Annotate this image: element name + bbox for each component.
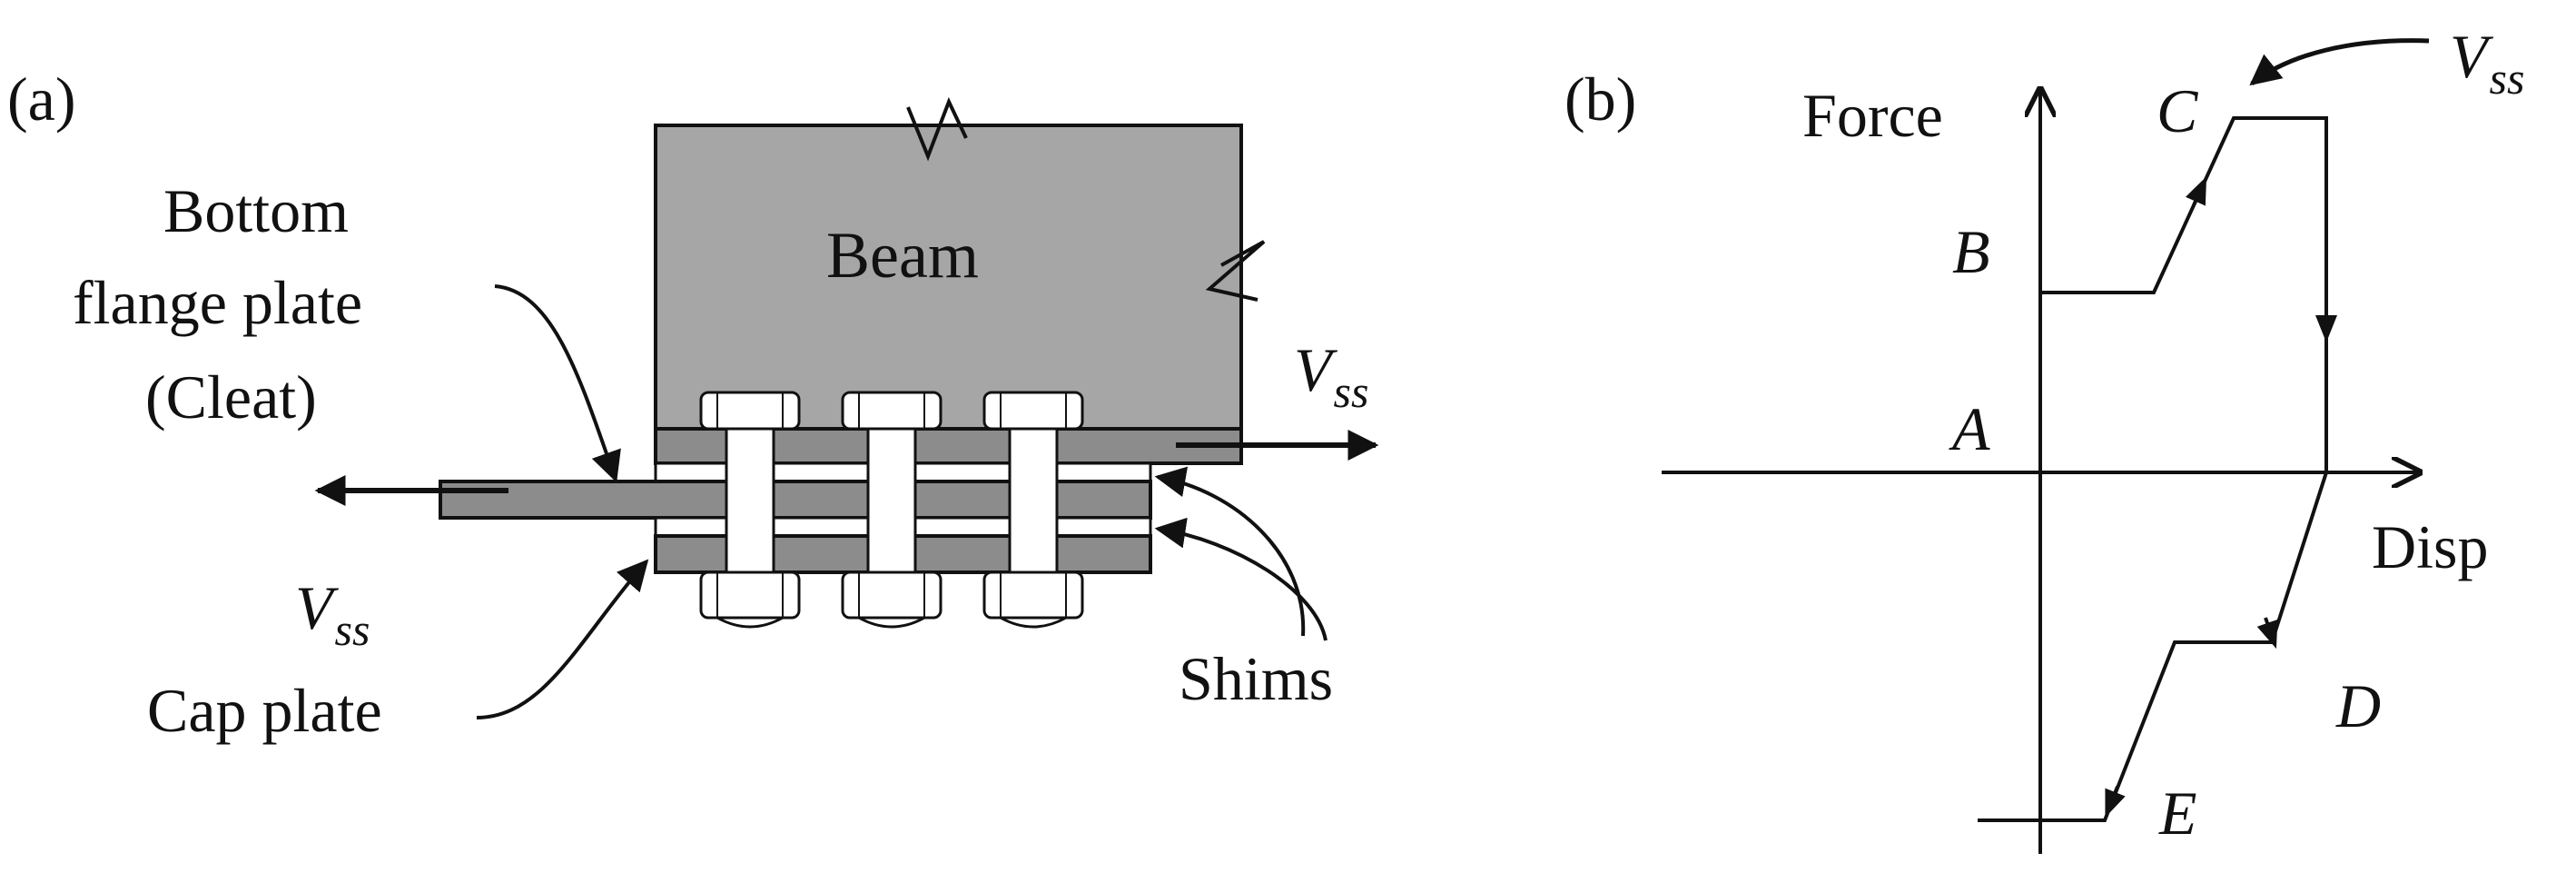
vss-arrow-b [2249, 38, 2430, 86]
beam-label: Beam [826, 219, 979, 292]
svg-text:Vss: Vss [2450, 22, 2524, 104]
x-axis-label: Disp [2372, 512, 2488, 581]
beam-break-right [1205, 240, 1266, 302]
bolt-2 [841, 391, 943, 629]
point-a-label: A [1949, 394, 1990, 463]
vss-label-b: Vss [2450, 22, 2524, 104]
cap-plate-label: Cap plate [147, 676, 382, 745]
y-axis-label: Force [1802, 81, 1943, 150]
point-c-label: C [2157, 76, 2198, 145]
path-arrow-bc [2185, 176, 2207, 206]
shims-leader-upper [1154, 466, 1306, 637]
svg-text:(Cleat): (Cleat) [145, 362, 317, 432]
shims-label: Shims [1179, 644, 1333, 713]
panel-a-tag: (a) [7, 64, 75, 134]
cleat-label: Bottom flange plate (Cleat) [73, 176, 362, 432]
bolt-3 [982, 391, 1084, 629]
svg-text:Vss: Vss [295, 573, 370, 655]
beam [654, 124, 1243, 431]
point-d-label: D [2335, 671, 2381, 740]
panel-b: (b) Force Disp B A C D E Vss [1564, 22, 2524, 854]
panel-b-tag: (b) [1564, 64, 1636, 134]
beam-break-top [906, 96, 968, 162]
bolt-1 [699, 391, 801, 629]
svg-text:flange plate: flange plate [73, 268, 362, 337]
svg-text:Vss: Vss [1294, 335, 1368, 417]
cleat-leader [494, 284, 621, 483]
svg-text:Bottom: Bottom [163, 176, 349, 245]
point-e-label: E [2158, 779, 2197, 848]
panel-a: (a) Beam [7, 64, 1379, 745]
path-arrow-d [2256, 617, 2278, 650]
shims-leader-lower [1154, 517, 1327, 641]
vss-label-left: Vss [295, 573, 370, 655]
vss-label-right: Vss [1294, 335, 1368, 417]
cap-plate-leader [476, 559, 649, 719]
hysteresis-loop [1978, 116, 2328, 822]
point-b-label: B [1952, 217, 1990, 286]
path-arrow-e [2105, 786, 2126, 818]
